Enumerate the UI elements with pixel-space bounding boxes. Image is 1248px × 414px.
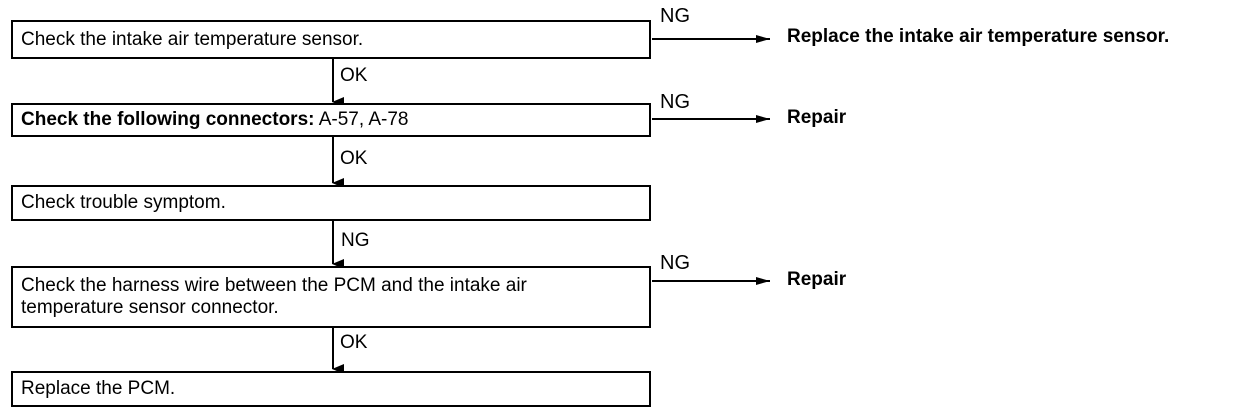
transition-label-2: OK bbox=[340, 148, 368, 169]
step-label: Check the intake air temperature sensor. bbox=[21, 28, 364, 50]
step-replace-pcm: Replace the PCM. bbox=[11, 371, 651, 407]
step-label: Check the harness wire between the PCM a… bbox=[21, 275, 527, 318]
transition-label-1: OK bbox=[340, 65, 368, 86]
step-label: Replace the PCM. bbox=[21, 378, 176, 399]
step-label-rest: A-57, A-78 bbox=[314, 109, 409, 130]
transition-label-4: OK bbox=[340, 332, 368, 353]
branch-condition-3: NG bbox=[660, 252, 690, 274]
branch-condition-2: NG bbox=[660, 91, 690, 113]
step-check-trouble-symptom: Check trouble symptom. bbox=[11, 185, 651, 221]
branch-outcome-repair-2: Repair bbox=[787, 269, 847, 290]
branch-outcome-repair-1: Repair bbox=[787, 107, 847, 128]
branch-condition-1: NG bbox=[660, 5, 690, 27]
branch-outcome-replace-sensor: Replace the intake air temperature senso… bbox=[787, 26, 1170, 47]
step-label-bold: Check the following connectors: bbox=[21, 109, 315, 130]
step-label: Check trouble symptom. bbox=[21, 192, 226, 213]
step-label: Check the following connectors: A-57, A-… bbox=[21, 109, 409, 131]
step-check-harness-wire: Check the harness wire between the PCM a… bbox=[11, 266, 651, 328]
transition-label-3: NG bbox=[341, 230, 370, 251]
step-check-connectors: Check the following connectors: A-57, A-… bbox=[11, 103, 651, 137]
step-check-intake-air-temp-sensor: Check the intake air temperature sensor. bbox=[11, 20, 651, 59]
